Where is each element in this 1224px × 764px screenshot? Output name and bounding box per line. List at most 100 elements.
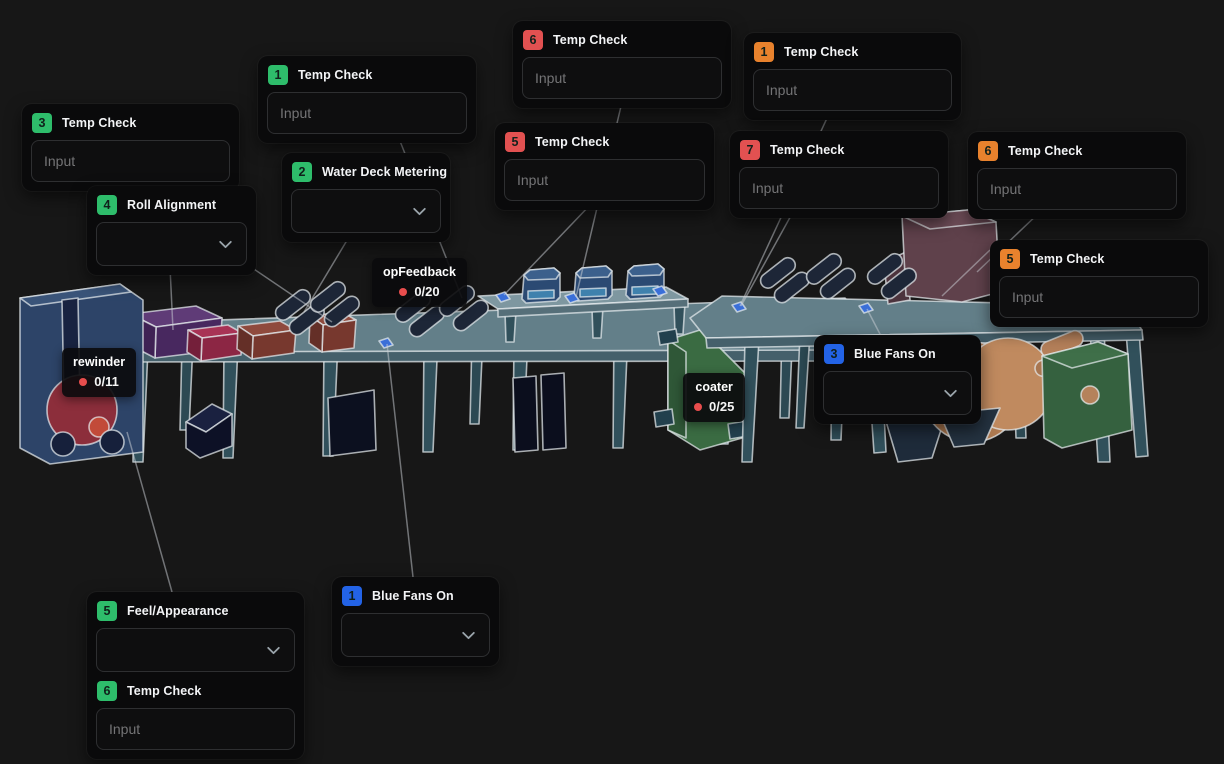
step-badge: 1 [754, 42, 774, 62]
step-badge: 5 [1000, 249, 1020, 269]
connector-line [386, 343, 414, 578]
card-temp-check-1-green: 1 Temp Check [258, 56, 476, 143]
idler-rollers-left [274, 280, 489, 338]
card-title: Temp Check [298, 68, 373, 82]
card-blue-fans-on-1: 1 Blue Fans On [332, 577, 499, 666]
card-temp-check-3: 3 Temp Check [22, 104, 239, 191]
card-header: 1 Temp Check [268, 65, 466, 85]
step-badge: 6 [97, 681, 117, 701]
card-header: 2 Water Deck Metering [292, 162, 447, 182]
card-roll-alignment: 4 Roll Alignment [87, 186, 256, 275]
under-table-crates [185, 372, 567, 459]
text-input-feel-appearance-temp-check[interactable] [96, 708, 295, 750]
card-header: 1 Blue Fans On [342, 586, 489, 606]
idler-rollers-right [759, 252, 917, 304]
step-badge: 2 [292, 162, 312, 182]
card-title: Temp Check [1008, 144, 1083, 158]
card-header: 1 Temp Check [754, 42, 951, 62]
card-title: Blue Fans On [854, 347, 936, 361]
card-water-deck-metering: 2 Water Deck Metering [282, 153, 450, 242]
machine-label-coater: coater 0/25 [683, 373, 746, 422]
card-header: 6 Temp Check [523, 30, 721, 50]
text-input-temp-check-3[interactable] [31, 140, 230, 182]
card-title: Water Deck Metering [322, 165, 448, 179]
connector-line [126, 431, 173, 593]
machine-name: opFeedback [383, 265, 456, 279]
card-header: 6 Temp Check [978, 141, 1176, 161]
dropdown-feel-appearance-temp-check[interactable] [96, 628, 295, 672]
step-badge: 5 [97, 601, 117, 621]
step-badge: 1 [268, 65, 288, 85]
dropdown-water-deck-metering[interactable] [291, 189, 441, 233]
card-title: Temp Check [784, 45, 859, 59]
card-header: 6 Temp Check [97, 681, 294, 701]
card-header: 5 Feel/Appearance [97, 601, 294, 621]
progress-count: 0/25 [709, 399, 735, 414]
card-title: Temp Check [553, 33, 628, 47]
card-title: Feel/Appearance [127, 604, 229, 618]
machine-name: coater [695, 380, 733, 394]
card-header: 3 Blue Fans On [824, 344, 971, 364]
connector-line [941, 249, 991, 297]
text-input-temp-check-6-top[interactable] [522, 57, 722, 99]
text-input-temp-check-7[interactable] [739, 167, 939, 209]
progress-count: 0/11 [94, 374, 119, 389]
status-dot [79, 377, 88, 386]
text-input-temp-check-6-right[interactable] [977, 168, 1177, 210]
card-temp-check-7: 7 Temp Check [730, 131, 948, 218]
card-header: 7 Temp Check [740, 140, 938, 160]
blue-dryer-units [521, 263, 665, 304]
card-header: 4 Roll Alignment [97, 195, 246, 215]
status-dot [694, 402, 702, 411]
text-input-temp-check-5-mid[interactable] [504, 159, 705, 201]
card-header: 3 Temp Check [32, 113, 229, 133]
progress-row: 0/11 [73, 374, 125, 389]
connector-line [503, 202, 593, 296]
step-badge: 3 [824, 344, 844, 364]
progress-count: 0/20 [414, 284, 440, 299]
step-badge: 6 [978, 141, 998, 161]
card-title: Temp Check [127, 684, 202, 698]
card-title: Temp Check [535, 135, 610, 149]
card-temp-check-6-right: 6 Temp Check [968, 132, 1186, 219]
card-temp-check-6-top: 6 Temp Check [513, 21, 731, 108]
card-title: Roll Alignment [127, 198, 217, 212]
step-badge: 3 [32, 113, 52, 133]
text-input-temp-check-1-green[interactable] [267, 92, 467, 134]
dropdown-blue-fans-on-1[interactable] [341, 613, 490, 657]
step-badge: 5 [505, 132, 525, 152]
step-badge: 6 [523, 30, 543, 50]
card-temp-check-5-mid: 5 Temp Check [495, 123, 714, 210]
card-blue-fans-on-3: 3 Blue Fans On [814, 335, 981, 424]
dropdown-roll-alignment[interactable] [96, 222, 247, 266]
dropdown-blue-fans-on-3[interactable] [823, 371, 972, 415]
progress-row: 0/20 [383, 284, 456, 299]
card-header: 5 Temp Check [1000, 249, 1198, 269]
step-badge: 4 [97, 195, 117, 215]
step-badge: 7 [740, 140, 760, 160]
green-machine-right [1041, 341, 1133, 449]
connector-line [866, 308, 882, 337]
step-badge: 1 [342, 586, 362, 606]
card-title: Temp Check [62, 116, 137, 130]
progress-row: 0/25 [694, 399, 734, 414]
card-title: Blue Fans On [372, 589, 454, 603]
chevron-down-icon [413, 207, 426, 215]
chevron-down-icon [219, 240, 232, 248]
status-dot [399, 287, 408, 296]
connector-line [303, 231, 353, 313]
chevron-down-icon [462, 631, 475, 639]
card-title: Temp Check [770, 143, 845, 157]
text-input-temp-check-5-right[interactable] [999, 276, 1199, 318]
card-feel-appearance-temp-check: 5 Feel/Appearance 6 Temp Check [87, 592, 304, 759]
card-title: Temp Check [1030, 252, 1105, 266]
anchor-markers [378, 285, 874, 349]
connector-line [740, 211, 794, 307]
card-temp-check-1-orange: 1 Temp Check [744, 33, 961, 120]
chevron-down-icon [267, 646, 280, 654]
chevron-down-icon [944, 389, 957, 397]
machine-label-opfeedback: opFeedback 0/20 [372, 258, 467, 307]
text-input-temp-check-1-orange[interactable] [753, 69, 952, 111]
